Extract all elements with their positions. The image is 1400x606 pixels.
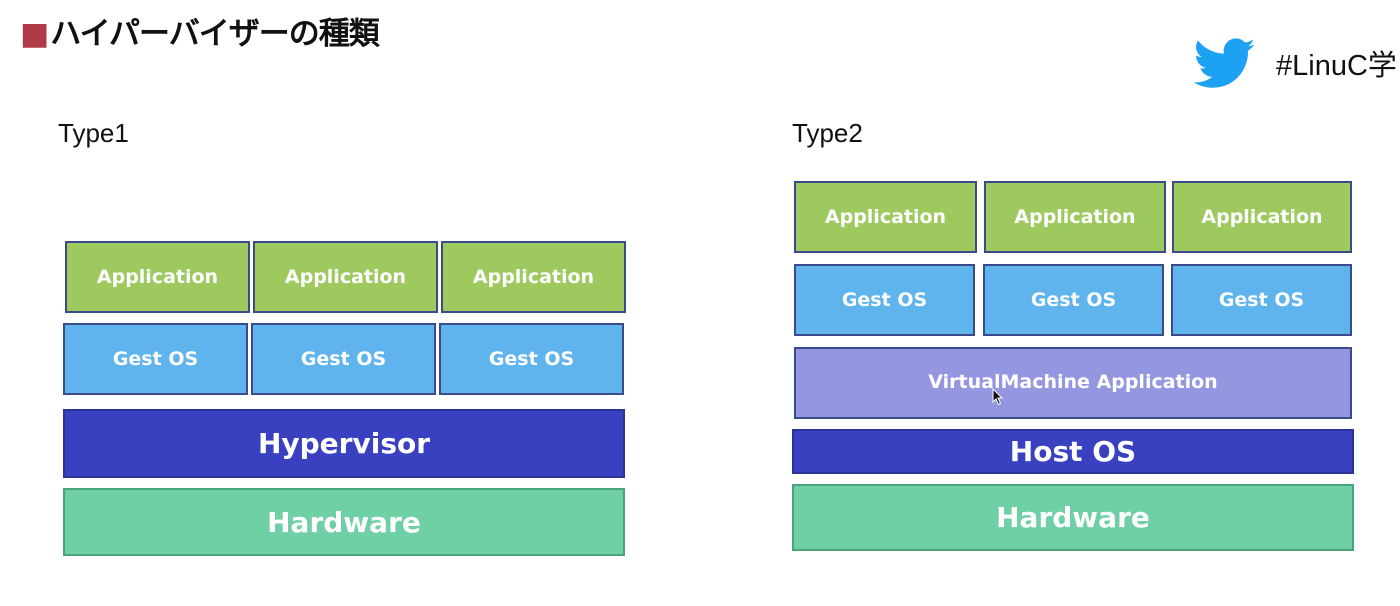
type2-hardware: Hardware	[792, 484, 1354, 551]
type1-application-1: Application	[65, 241, 250, 313]
type1-application-3: Application	[441, 241, 626, 313]
type2-guest-os-1: Gest OS	[794, 264, 975, 336]
type2-application-2: Application	[984, 181, 1166, 253]
type1-guest-os-3: Gest OS	[439, 323, 624, 395]
type1-guest-os-1: Gest OS	[63, 323, 248, 395]
type1-application-2: Application	[253, 241, 438, 313]
slide-title-text: ハイパーバイザーの種類	[50, 16, 379, 52]
type2-guest-os-2: Gest OS	[983, 264, 1164, 336]
type2-host-os: Host OS	[792, 429, 1354, 474]
type1-guest-os-2: Gest OS	[251, 323, 436, 395]
twitter-bird-icon	[1194, 38, 1255, 88]
type2-guest-os-3: Gest OS	[1171, 264, 1352, 336]
type1-label: Type1	[58, 118, 129, 148]
slide-title: ■ハイパーバイザーの種類	[20, 8, 380, 53]
type2-application-3: Application	[1172, 181, 1352, 253]
type2-vm-application: VirtualMachine Application	[794, 347, 1352, 419]
title-marker: ■	[20, 16, 49, 52]
hashtag-text: #LinuC学	[1276, 50, 1397, 82]
type2-application-1: Application	[794, 181, 977, 253]
mouse-pointer-icon	[992, 388, 1004, 406]
type1-hardware: Hardware	[63, 488, 625, 556]
type1-hypervisor: Hypervisor	[63, 409, 625, 478]
type2-label: Type2	[792, 118, 863, 148]
